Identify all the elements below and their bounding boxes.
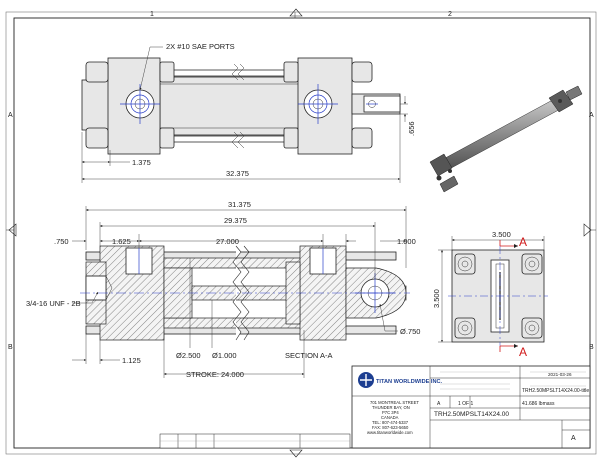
address-line-5: TEL: 807-474-5337 bbox=[372, 420, 409, 425]
centering-arrow-top bbox=[289, 8, 303, 17]
end-view-nuts bbox=[454, 253, 543, 339]
dim-27000: 27.000 bbox=[216, 237, 239, 246]
dia-1000: Ø1.000 bbox=[212, 351, 237, 360]
centering-arrow-left bbox=[8, 223, 17, 237]
thread-callout: 3/4-16 UNF - 2B bbox=[26, 299, 81, 308]
dim-29375: 29.375 bbox=[224, 216, 247, 225]
ports-note: 2X #10 SAE PORTS bbox=[166, 42, 235, 51]
centering-arrow-bottom bbox=[289, 449, 303, 458]
top-view: 2X #10 SAE PORTS .656 1.375 32.375 bbox=[81, 42, 416, 183]
end-dim-3500-v: 3.500 bbox=[432, 289, 441, 308]
end-view: 3.500 3.500 A A bbox=[432, 230, 548, 359]
sheet-size: A bbox=[437, 401, 441, 407]
revision-strip bbox=[159, 433, 351, 449]
section-arrow-top-letter: A bbox=[519, 235, 527, 249]
part-number: TRH2.50MPSLT14X24.00-title bbox=[522, 388, 589, 394]
section-label: SECTION A-A bbox=[285, 351, 333, 360]
isometric-view bbox=[429, 85, 583, 193]
dim-31375: 31.375 bbox=[228, 200, 251, 209]
address-line-4: CANADA bbox=[381, 415, 399, 420]
section-view: 31.375 29.375 .750 1.625 27.000 1.000 3/… bbox=[26, 200, 420, 379]
drawing-date: 2021-03-26 bbox=[548, 372, 572, 377]
grid-row-b-right: B bbox=[589, 344, 594, 351]
address-block: 701 MONTREAL STREET THUNDER BAY, ON P7C … bbox=[367, 400, 419, 435]
dim-1000: 1.000 bbox=[397, 237, 416, 246]
dim-750: .750 bbox=[54, 237, 69, 246]
dim-1375: 1.375 bbox=[132, 158, 151, 167]
company-name: TITAN WORLDWIDE INC. bbox=[376, 379, 443, 385]
sheet-number: 1 OF 1 bbox=[458, 401, 474, 407]
address-line-2: THUNDER BAY, ON bbox=[372, 405, 410, 410]
part-weight: 41.686 lbmass bbox=[522, 401, 555, 407]
grid-col-2: 2 bbox=[448, 11, 452, 18]
revision: A bbox=[571, 435, 576, 442]
grid-row-a-right: A bbox=[589, 112, 594, 119]
address-line-3: P7C 3P4 bbox=[382, 410, 399, 415]
stroke-dim: STROKE: 24.000 bbox=[186, 370, 244, 379]
grid-row-b-left: B bbox=[8, 344, 13, 351]
address-line-7: www.titanworldwide.com bbox=[367, 430, 413, 435]
grid-col-1: 1 bbox=[150, 11, 154, 18]
address-line-1: 701 MONTREAL STREET bbox=[370, 400, 419, 405]
dim-1625: 1.625 bbox=[112, 237, 131, 246]
address-line-6: FAX: 807-623-5650 bbox=[372, 425, 409, 430]
dim-656: .656 bbox=[407, 121, 416, 136]
dia-750: Ø.750 bbox=[400, 327, 420, 336]
titan-logo: TITAN WORLDWIDE INC. bbox=[358, 372, 443, 388]
section-arrow-bottom-letter: A bbox=[519, 345, 527, 359]
title-block-small-rows bbox=[440, 371, 586, 390]
title-block: TITAN WORLDWIDE INC. 701 MONTREAL STREET… bbox=[351, 365, 591, 449]
dia-2500: Ø2.500 bbox=[176, 351, 201, 360]
dim-1125: 1.125 bbox=[122, 356, 141, 365]
end-dim-3500-h: 3.500 bbox=[492, 230, 511, 239]
grid-row-a-left: A bbox=[8, 112, 13, 119]
dim-32375: 32.375 bbox=[226, 169, 249, 178]
drawing-number: TRH2.50MPSLT14X24.00 bbox=[434, 411, 509, 418]
grid-labels: 1 2 A B A B bbox=[8, 11, 594, 351]
centering-arrow-right bbox=[583, 223, 592, 237]
